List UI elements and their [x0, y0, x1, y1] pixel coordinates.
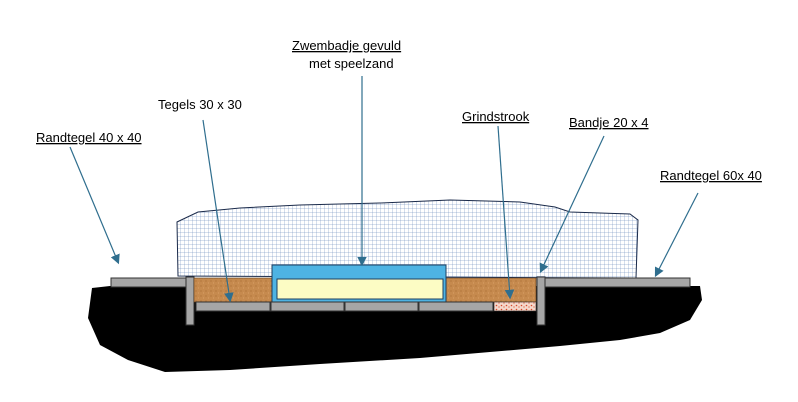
- tile-30x30: [344, 301, 419, 312]
- label-randtegel-left: Randtegel 40 x 40: [36, 130, 142, 145]
- tile-30x30: [195, 301, 271, 312]
- border-tile-right: [544, 277, 691, 288]
- border-tile-left: [110, 277, 187, 288]
- label-zwembadje-line2: met speelzand: [309, 56, 394, 71]
- label-bandje: Bandje 20 x 4: [569, 115, 649, 130]
- label-zwembadje-line1: Zwembadje gevuld: [292, 38, 401, 53]
- arrow-randtegel-right: [654, 192, 699, 278]
- pool-sand-fill: [276, 278, 444, 300]
- label-tegels: Tegels 30 x 30: [158, 97, 242, 112]
- arrow-bandje: [539, 135, 605, 274]
- tile-30x30: [418, 301, 494, 312]
- arrow-randtegel-left: [69, 146, 120, 265]
- sand-bed-right: [445, 277, 537, 303]
- label-grindstrook: Grindstrook: [462, 109, 530, 124]
- kerb-left: [185, 276, 195, 326]
- arrow-grindstrook: [497, 125, 515, 300]
- kerb-right: [536, 276, 546, 326]
- label-randtegel-right: Randtegel 60x 40: [660, 168, 762, 183]
- mesh-mound: [176, 199, 639, 279]
- tile-30x30: [270, 301, 345, 312]
- sand-bed-left: [193, 277, 275, 303]
- gravel-strip: [493, 301, 537, 312]
- arrow-tegels: [202, 119, 234, 303]
